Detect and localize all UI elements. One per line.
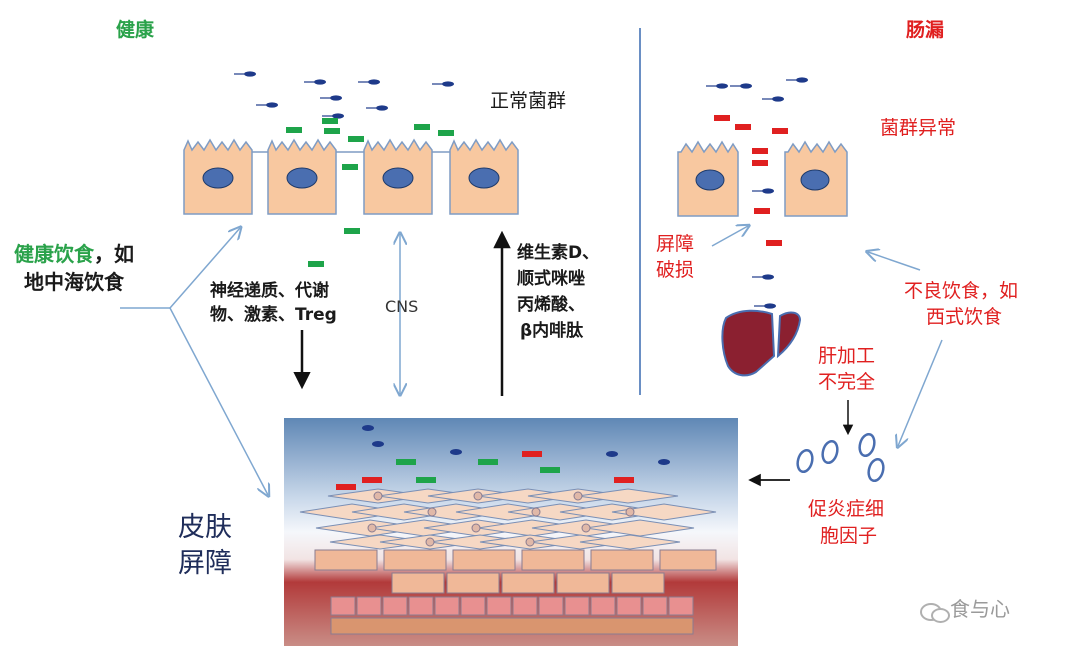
arrows (120, 226, 943, 495)
cytokine-line1: 促炎症细 (808, 498, 885, 520)
liver-icon (721, 309, 802, 377)
skin-barrier-line1: 皮肤 (178, 512, 232, 543)
cns-label: CNS (385, 297, 419, 316)
cytokine-icons (796, 432, 885, 483)
leaky-gut-title: 肠漏 (906, 19, 945, 41)
leaky-metabolites (714, 115, 788, 246)
vitamin-label-1: 维生素D、 (517, 243, 600, 263)
epithelial-cell (363, 138, 433, 215)
leaky-epithelium (677, 140, 848, 217)
healthy-diet-highlight: 健康饮食 (14, 242, 94, 266)
wechat-icon (920, 601, 950, 623)
watermark: 食与心 (920, 596, 1010, 623)
vitamin-label-3: 丙烯酸、 (517, 295, 585, 315)
normal-bacteria (233, 70, 455, 120)
skin-barrier-line2: 屏障 (178, 548, 232, 579)
bad-diet-line1: 不良饮食，如 (904, 280, 1019, 302)
basal-cells (330, 596, 694, 616)
cytokine-line2: 胞因子 (820, 525, 878, 547)
barrier-damage-line1: 屏障 (656, 233, 695, 255)
epithelial-cell (183, 138, 253, 215)
healthy-title: 健康 (116, 19, 155, 41)
barrier-damage-line2: 破损 (656, 259, 695, 281)
epithelial-cell (677, 140, 739, 217)
dermis-band (330, 617, 694, 635)
skin-metabolites (336, 451, 634, 490)
vitamin-label-4: β内啡肽 (520, 321, 584, 341)
healthy-diet-label: 健康饮食，如 (14, 241, 134, 267)
watermark-text: 食与心 (950, 597, 1010, 621)
healthy-epithelium (183, 138, 519, 215)
epithelial-cell (267, 138, 337, 215)
healthy-diet-suffix: ，如 (94, 242, 134, 266)
dysbiosis-label: 菌群异常 (880, 117, 957, 139)
epithelial-cell (449, 138, 519, 215)
keratinocyte-bricks (314, 549, 717, 594)
liver-processing-line1: 肝加工 (818, 345, 876, 367)
liver-processing-line2: 不完全 (818, 371, 876, 393)
epithelial-cell (784, 140, 848, 217)
bad-diet-line2: 西式饮食 (926, 306, 1003, 328)
neuro-label-line2: 物、激素、Treg (210, 305, 337, 325)
skin-barrier-illustration (284, 418, 738, 646)
healthy-metabolites (286, 118, 454, 267)
vitamin-label-2: 顺式咪唑 (517, 269, 585, 289)
skin-bacteria (362, 425, 670, 465)
mediterranean-diet-label: 地中海饮食 (24, 270, 124, 294)
neuro-label-line1: 神经递质、代谢 (210, 281, 329, 301)
cell-nuclei (367, 491, 635, 547)
normal-flora-label: 正常菌群 (490, 90, 567, 112)
